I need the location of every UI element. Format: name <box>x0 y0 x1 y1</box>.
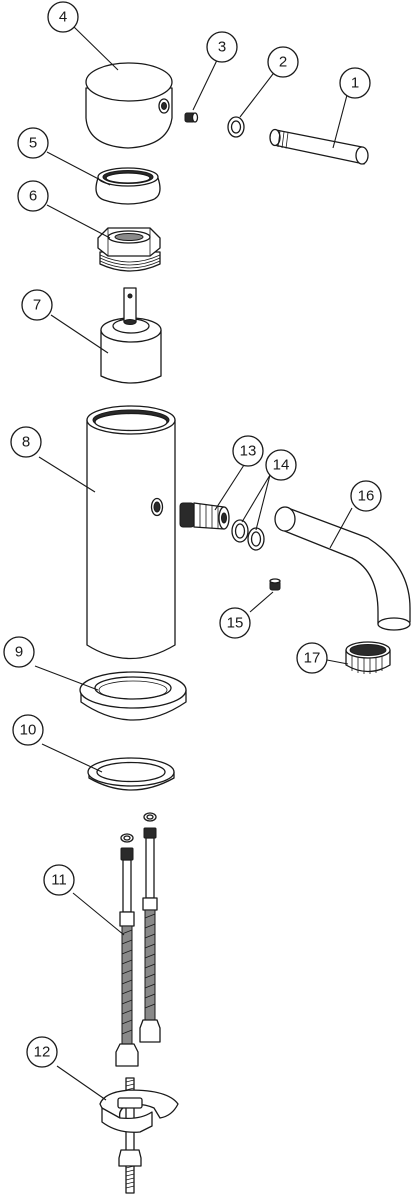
callout-8: 8 <box>10 426 42 458</box>
svg-text:14: 14 <box>273 457 290 474</box>
callout-2: 2 <box>267 46 299 78</box>
svg-text:8: 8 <box>22 434 30 451</box>
part-8-tap-body <box>86 405 176 660</box>
callout-12: 12 <box>26 1036 58 1068</box>
svg-text:15: 15 <box>227 615 244 632</box>
callout-1: 1 <box>339 67 371 99</box>
part-2-washer <box>227 116 245 138</box>
callout-5: 5 <box>17 127 49 159</box>
callout-10: 10 <box>12 714 44 746</box>
callout-11: 11 <box>43 864 75 896</box>
part-5-cone-shroud <box>95 167 161 205</box>
callout-3: 3 <box>206 31 238 63</box>
svg-text:12: 12 <box>34 1044 51 1061</box>
callout-7: 7 <box>21 289 53 321</box>
part-1-threaded-rod <box>269 128 369 165</box>
leader-lines <box>34 25 353 1101</box>
svg-text:7: 7 <box>33 297 41 314</box>
svg-text:10: 10 <box>20 722 37 739</box>
part-17-aerator <box>345 641 391 674</box>
callout-4: 4 <box>47 1 79 33</box>
callout-6: 6 <box>17 180 49 212</box>
part-15-small-screw <box>269 578 281 591</box>
part-13-valve-insert <box>179 502 230 530</box>
svg-text:13: 13 <box>240 443 257 460</box>
svg-text:9: 9 <box>15 644 23 661</box>
callout-17: 17 <box>296 642 328 674</box>
part-10-base-gasket <box>87 757 175 791</box>
svg-text:2: 2 <box>279 54 287 71</box>
part-3-grub-screw <box>184 112 199 123</box>
svg-text:5: 5 <box>29 135 37 152</box>
part-11-flexible-hoses <box>115 812 161 1067</box>
svg-text:1: 1 <box>351 75 359 92</box>
svg-text:17: 17 <box>304 650 321 667</box>
callout-14: 14 <box>265 449 297 481</box>
callout-16: 16 <box>350 480 382 512</box>
svg-text:3: 3 <box>218 39 226 56</box>
part-12-fixing-clamp <box>99 1077 179 1194</box>
part-14-seal-rings <box>231 519 265 551</box>
part-7-cartridge <box>100 287 162 384</box>
svg-text:6: 6 <box>29 188 37 205</box>
callout-15: 15 <box>219 607 251 639</box>
callout-13: 13 <box>232 435 264 467</box>
part-9-base-flange <box>79 671 187 721</box>
part-4-handle-cap <box>85 62 173 149</box>
svg-text:4: 4 <box>59 9 67 26</box>
callout-9: 9 <box>3 636 35 668</box>
part-6-hex-nut <box>97 227 161 272</box>
svg-text:11: 11 <box>51 872 67 889</box>
part-16-spout <box>274 506 411 631</box>
svg-text:16: 16 <box>358 488 375 505</box>
